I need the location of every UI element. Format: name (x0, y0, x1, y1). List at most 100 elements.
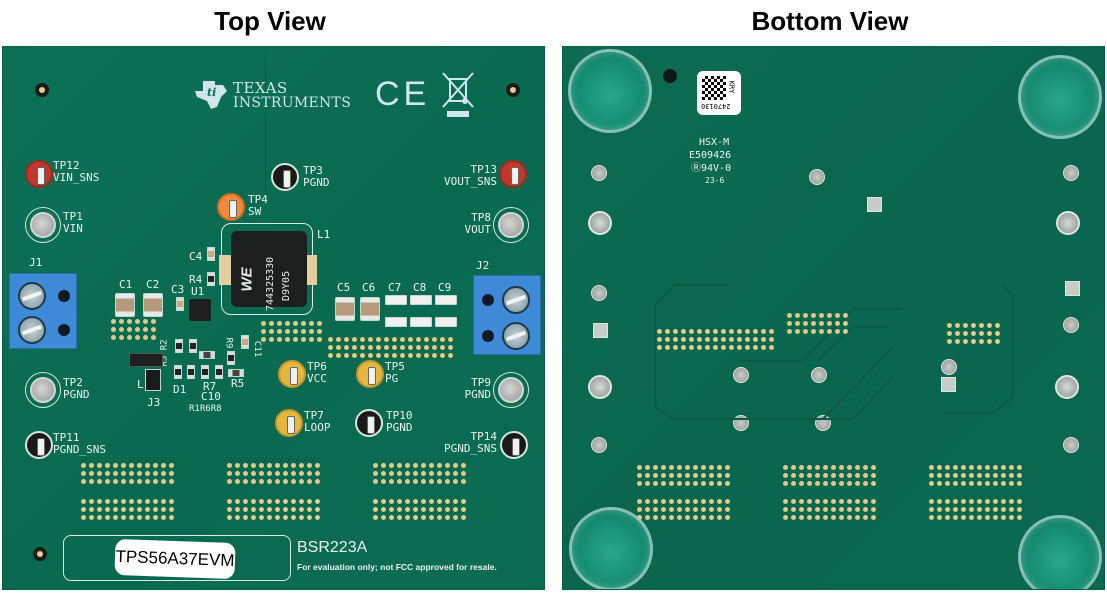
via (461, 515, 466, 520)
resistor-r6 (201, 365, 209, 379)
via (843, 321, 848, 326)
terminal-block-j2[interactable] (473, 275, 541, 355)
j1-screw-1[interactable] (18, 282, 46, 310)
resistor-r3 (175, 339, 183, 353)
via (753, 337, 758, 342)
inductor-l1-pad-left (219, 255, 233, 285)
via (753, 345, 758, 350)
test-point-tp14[interactable] (500, 431, 528, 459)
via (169, 463, 174, 468)
via-array-b1-top (81, 463, 174, 484)
via (847, 515, 852, 520)
via (315, 463, 320, 468)
test-point-tp12[interactable] (25, 160, 53, 188)
via (161, 499, 166, 504)
via (461, 463, 466, 468)
via (389, 479, 394, 484)
via (105, 499, 110, 504)
via (243, 515, 248, 520)
via (995, 323, 1000, 328)
test-point-tp13[interactable] (499, 160, 527, 188)
via (97, 463, 102, 468)
via (277, 329, 282, 334)
terminal-block-j1[interactable] (9, 273, 77, 349)
c10-label: C10 (201, 390, 221, 403)
test-point-tp10[interactable] (355, 409, 383, 437)
via (259, 515, 264, 520)
jumper-j3-pin[interactable] (145, 369, 161, 391)
via (384, 337, 389, 342)
pad-left-big-1 (588, 211, 612, 235)
via (413, 479, 418, 484)
test-point-tp9[interactable] (498, 377, 524, 403)
via (315, 499, 320, 504)
via (745, 329, 750, 334)
via (979, 323, 984, 328)
via (823, 473, 828, 478)
via (761, 329, 766, 334)
bottom-traces (654, 284, 1014, 420)
via (947, 323, 952, 328)
test-point-tp2[interactable] (30, 377, 56, 403)
via (955, 323, 960, 328)
via (985, 515, 990, 520)
via (251, 479, 256, 484)
via (381, 515, 386, 520)
via (145, 499, 150, 504)
via (971, 323, 976, 328)
test-point-tp5[interactable] (356, 360, 384, 388)
via (453, 479, 458, 484)
via (389, 499, 394, 504)
via (961, 465, 966, 470)
test-point-tp3[interactable] (271, 163, 299, 191)
via (127, 319, 132, 324)
via (761, 345, 766, 350)
via (328, 345, 333, 350)
via (871, 473, 876, 478)
c4-label: C4 (189, 250, 203, 263)
via (811, 313, 816, 318)
jumper-j3-header[interactable] (129, 353, 163, 367)
via (937, 499, 942, 504)
test-point-tp7[interactable] (275, 409, 303, 437)
test-point-tp11[interactable] (25, 431, 53, 459)
via (701, 481, 706, 486)
pad-right-1 (1063, 165, 1079, 181)
via (416, 345, 421, 350)
tp11-label: TP11 PGND_SNS (53, 431, 106, 456)
via (405, 471, 410, 476)
via (259, 507, 264, 512)
via (373, 507, 378, 512)
via (791, 473, 796, 478)
test-point-tp1[interactable] (30, 212, 56, 238)
via (831, 473, 836, 478)
via (421, 479, 426, 484)
j1-screw-2[interactable] (18, 316, 46, 344)
via (269, 329, 274, 334)
via (429, 515, 434, 520)
via (169, 499, 174, 504)
via-array-output (328, 337, 453, 358)
via (344, 337, 349, 342)
via (713, 345, 718, 350)
via (111, 327, 116, 332)
test-point-tp4[interactable] (217, 193, 245, 221)
test-point-tp8[interactable] (498, 212, 524, 238)
via (871, 507, 876, 512)
via (432, 337, 437, 342)
test-point-tp6[interactable] (278, 360, 306, 388)
j2-screw-1[interactable] (502, 286, 530, 314)
via (783, 515, 788, 520)
via (783, 473, 788, 478)
via (405, 515, 410, 520)
via (795, 313, 800, 318)
via (807, 481, 812, 486)
via (161, 507, 166, 512)
c7-label: C7 (388, 281, 402, 294)
via (389, 507, 394, 512)
via (413, 463, 418, 468)
via (947, 339, 952, 344)
via (275, 479, 280, 484)
via (831, 507, 836, 512)
j2-screw-2[interactable] (502, 322, 530, 350)
